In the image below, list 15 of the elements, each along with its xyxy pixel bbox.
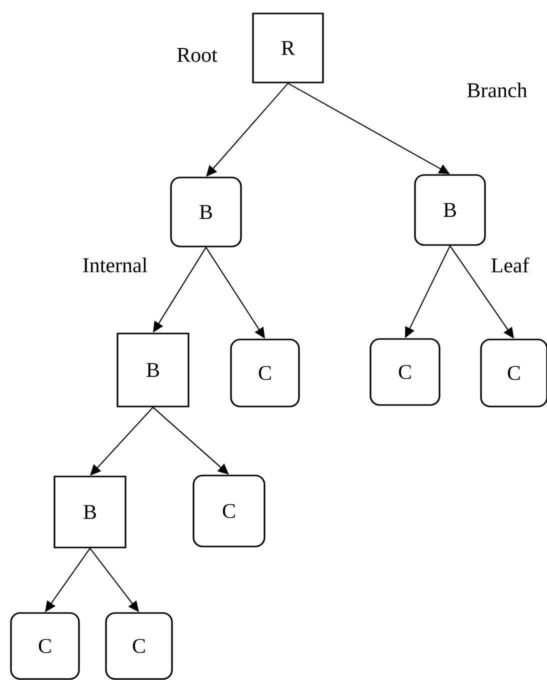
tree-label: Leaf (491, 258, 530, 272)
rounded-box: C (370, 338, 440, 406)
square-box: R (252, 12, 324, 84)
square-box: B (116, 332, 190, 408)
rounded-box: C (10, 612, 80, 680)
tree-label: Root (177, 48, 218, 62)
rounded-box: C (480, 338, 547, 408)
rounded-box: B (414, 174, 486, 246)
rounded-box: C (230, 338, 300, 408)
tree-label: Branch (467, 82, 528, 98)
rounded-box: C (105, 612, 173, 680)
rounded-box: C (192, 474, 266, 548)
square-box: B (54, 476, 126, 548)
rounded-box: B (170, 176, 242, 248)
tree-label: Internal (83, 258, 148, 272)
